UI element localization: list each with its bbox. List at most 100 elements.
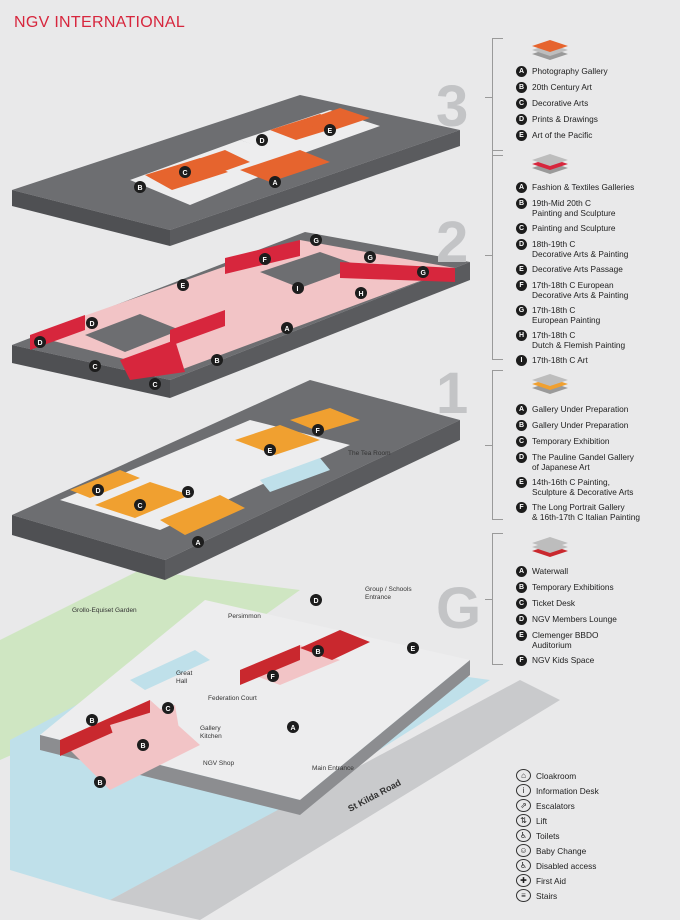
svg-text:D: D (38, 340, 43, 347)
legend-key-badge: C (516, 598, 527, 609)
legend-label: 18th-19th C Decorative Arts & Painting (532, 239, 629, 259)
page-title: NGV INTERNATIONAL (14, 14, 186, 31)
legend-key-badge: A (516, 182, 527, 193)
ground-floor (40, 600, 470, 815)
svg-text:E: E (268, 448, 273, 455)
legend-item: D 18th-19th C Decorative Arts & Painting (516, 239, 676, 259)
level-2-floor (12, 232, 470, 398)
facility-item: ≡Stairs (516, 888, 676, 903)
svg-text:D: D (90, 321, 95, 328)
legend-key-badge: B (516, 420, 527, 431)
legend-label: Gallery Under Preparation (532, 404, 629, 414)
level-1-stack-icon (532, 374, 568, 394)
level-2-bracket (485, 150, 503, 360)
legend-label: Waterwall (532, 566, 569, 576)
legend-key-badge: B (516, 82, 527, 93)
svg-text:C: C (183, 170, 188, 177)
svg-text:B: B (141, 743, 146, 750)
legend-key-badge: C (516, 98, 527, 109)
legend-item: E Clemenger BBDO Auditorium (516, 630, 676, 650)
legend-label: Temporary Exhibition (532, 436, 610, 446)
facility-label: First Aid (536, 875, 566, 886)
legend-key-badge: F (516, 655, 527, 666)
facility-label: Information Desk (536, 785, 599, 796)
svg-text:E: E (411, 646, 416, 653)
legend-key-badge: H (516, 330, 527, 341)
facility-label: Baby Change (536, 845, 587, 856)
legend-key-badge: D (516, 614, 527, 625)
legend-label: Decorative Arts (532, 98, 589, 108)
level-3-number: 3 (436, 74, 469, 139)
legend-label: 20th Century Art (532, 82, 592, 92)
legend-label: Fashion & Textiles Galleries (532, 182, 635, 192)
svg-text:A: A (285, 326, 290, 333)
svg-text:G: G (314, 238, 320, 245)
facility-item: ⇅Lift (516, 813, 676, 828)
escalator-icon: ⇗ (516, 799, 531, 812)
svg-text:D: D (96, 488, 101, 495)
svg-text:H: H (359, 291, 364, 298)
svg-text:F: F (271, 674, 276, 681)
facility-label: Toilets (536, 830, 560, 841)
legend-item: E Decorative Arts Passage (516, 264, 676, 275)
baby-change-icon: ☺ (516, 844, 531, 857)
svg-text:B: B (138, 185, 143, 192)
map-markers: B C D E A D D C C B E F I G G G H A D C … (34, 124, 429, 788)
persimmon-label: Persimmon (228, 613, 261, 620)
legend-key-badge: A (516, 404, 527, 415)
svg-text:B: B (316, 649, 321, 656)
ngv-shop-label: NGV Shop (203, 760, 234, 767)
facility-item: ♿Disabled access (516, 858, 676, 873)
legend-label: Decorative Arts Passage (532, 264, 623, 274)
svg-text:A: A (291, 725, 296, 732)
facility-item: ♿ Toilets (516, 828, 676, 843)
legend-item: H 17th-18th C Dutch & Flemish Painting (516, 330, 676, 350)
legend-label: Prints & Drawings (532, 114, 598, 124)
level-1-bracket (485, 370, 503, 520)
cloakroom-icon: ⌂ (516, 769, 531, 782)
level-3-bracket (485, 38, 503, 156)
facility-label: Stairs (536, 890, 558, 901)
legend-label: 17th-18th C European Painting (532, 305, 601, 325)
toilets-icon: ♿ (516, 829, 531, 842)
legend-key-badge: E (516, 630, 527, 641)
svg-text:I: I (297, 286, 299, 293)
legend-item: B Gallery Under Preparation (516, 420, 676, 431)
level-g-number: G (436, 576, 482, 641)
legend-item: B 20th Century Art (516, 82, 676, 93)
legend-key-badge: D (516, 239, 527, 250)
legend-key-badge: B (516, 582, 527, 593)
legend-label: Ticket Desk (532, 598, 576, 608)
legend-label: 17th-18th C Dutch & Flemish Painting (532, 330, 626, 350)
legend-key-badge: F (516, 280, 527, 291)
disabled-access-icon: ♿ (516, 859, 531, 872)
level-1-floor (12, 380, 460, 580)
facility-label: Escalators (536, 800, 575, 811)
svg-text:A: A (196, 540, 201, 547)
legend-label: Gallery Under Preparation (532, 420, 629, 430)
svg-text:E: E (181, 283, 186, 290)
legend-key-badge: E (516, 264, 527, 275)
level-3-stack-icon (532, 40, 568, 60)
first-aid-icon: ✚ (516, 874, 531, 887)
level-1-number: 1 (436, 361, 469, 426)
legend-label: The Long Portrait Gallery & 16th-17th C … (532, 502, 640, 522)
legend-label: Clemenger BBDO Auditorium (532, 630, 599, 650)
st-kilda-road (110, 680, 560, 920)
legend-label: 14th-16th C Painting, Sculpture & Decora… (532, 477, 634, 497)
